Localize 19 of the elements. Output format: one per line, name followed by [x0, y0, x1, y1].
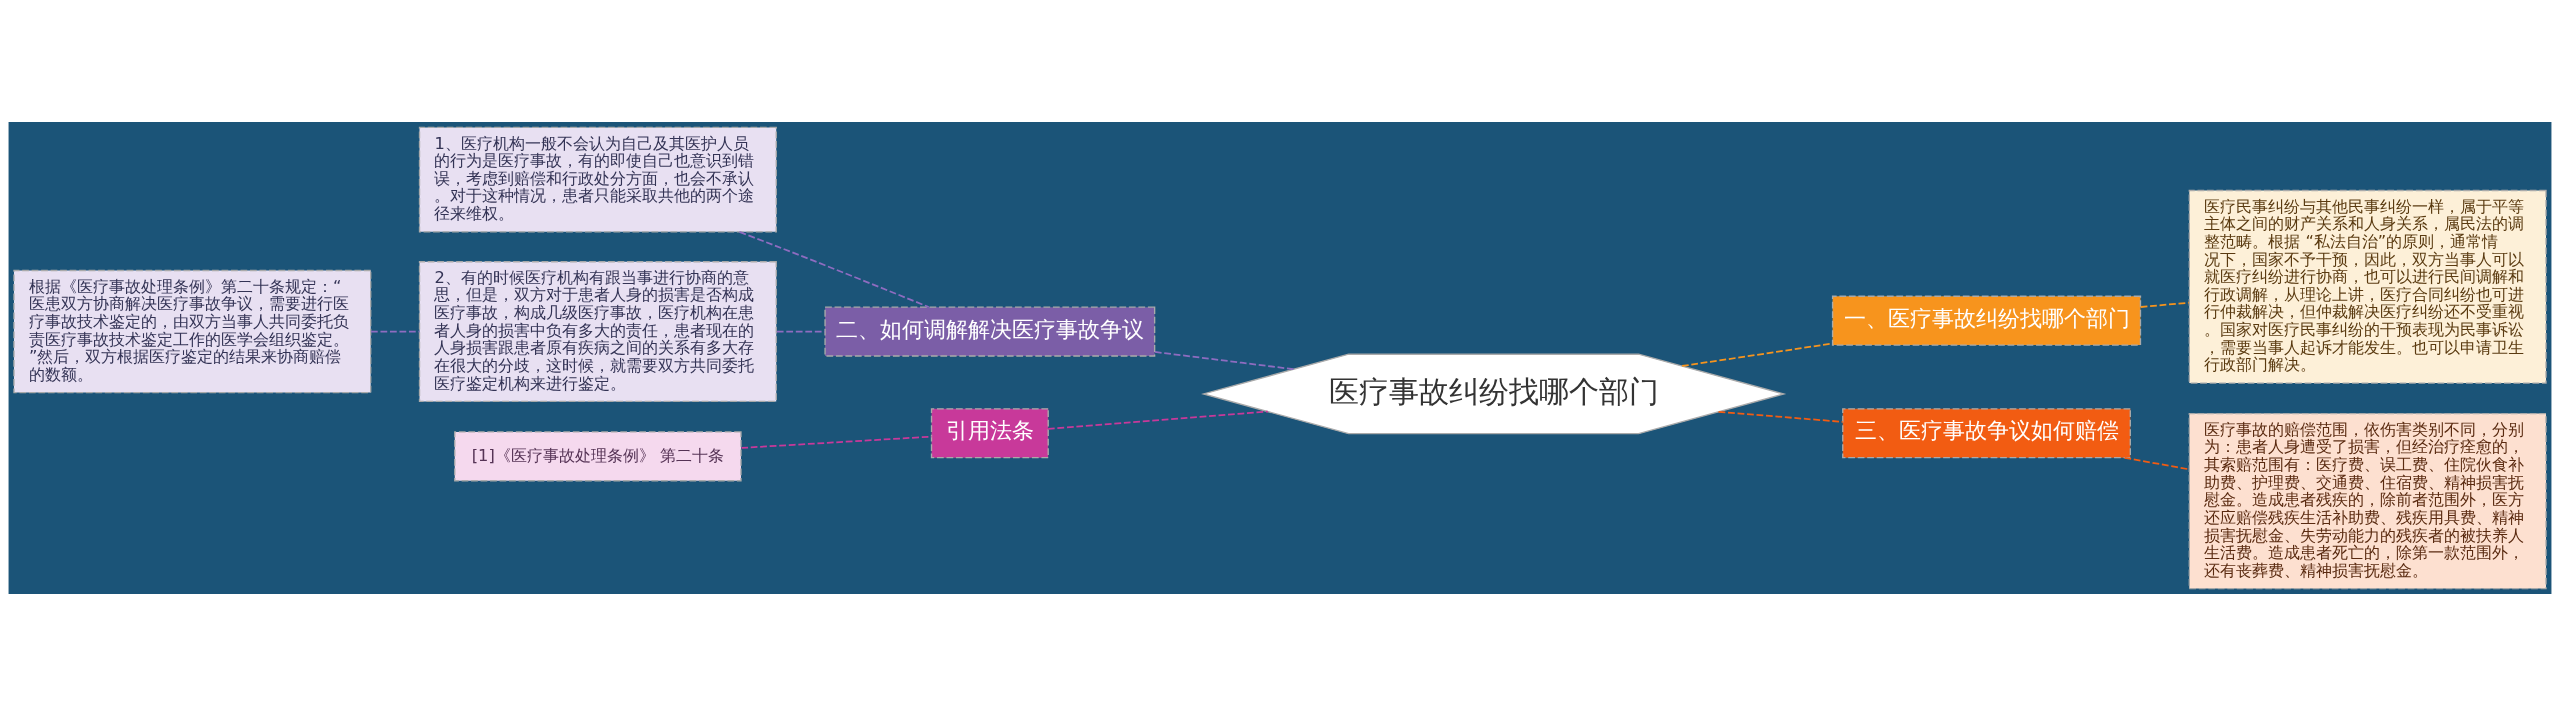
connector [740, 435, 933, 449]
connector [370, 330, 421, 332]
node-box: 引用法条 [930, 407, 1049, 458]
connector [1717, 410, 1844, 423]
node-box: 三、医疗事故争议如何赔偿 [1842, 407, 2131, 458]
node-box: 1、医疗机构一般不会认为自己及其医护人员的行为是医疗事故，有的即使自己也意识到错误，考虑到赔偿和行政处分方面，也会不承认。对于这种情况，患者只能采取共他的两个途径来维权。 [418, 126, 777, 233]
connector [1047, 410, 1269, 430]
connector [775, 330, 826, 332]
node-box: 医疗事故的赔偿范围，依伤害类别不同，分别为：患者人身遭受了损害，但经治疗痊愈的，其索赔范围有：医疗费、误工费、住院伙食补助费、护理费、交通费、住宿费、精神损害抚慰金。造成患者残疾的，除前者范围外，医方还应赔偿残疾生活补助费、残疾用具费、精神损害抚慰金、失劳动能力的残疾者的被扶养人生活费。造成患者死亡的，除第一款范围外，还有丧葬费、精神损害抚慰金。 [2188, 412, 2547, 589]
node-box: 一、医疗事故纠纷找哪个部门 [1831, 295, 2142, 346]
node-box: 医疗民事纠纷与其他民事纠纷一样，属于平等主体之间的财产关系和人身关系，属民法的调整范畴。根据 “私法自治”的原则，通常情况下，国家不予干预，因此，双方当事人可以就医疗纠纷进行协商，也可以进行民间调解和行政调解，从理论上讲，医疗合同纠纷也可进行仲裁解决，但仲裁解决医疗纠纷还不受重视。国家对医疗民事纠纷的干预表现为民事诉讼，需要当事人起诉才能发生。也可以申请卫生行政部门解决。 [2188, 189, 2547, 384]
connector [2123, 456, 2190, 470]
connector [2139, 301, 2190, 308]
connector [1154, 350, 1295, 370]
connector [738, 230, 930, 308]
node-box: [1]《医疗事故处理条例》 第二十条 [454, 430, 742, 481]
node-box: 根据《医疗事故处理条例》第二十条规定：“医患双方协商解决医疗事故争议，需要进行医疗事故技术鉴定的，由双方当事人共同委托负责医疗事故技术鉴定工作的医学会组织鉴定。”然后，双方根据医疗鉴定的结果来协商赔偿的数额。 [13, 269, 372, 393]
node-box: 二、如何调解解决医疗事故争议 [824, 305, 1156, 357]
node-box: 2、有的时候医疗机构有跟当事进行协商的意思，但是，双方对于患者人身的损害是否构成医疗事故，构成几级医疗事故，医疗机构在患者人身的损害中负有多大的责任，患者现在的人身损害跟患者原有疾病之间的关系有多大存在很大的分歧，这时候，就需要双方共同委托医疗鉴定机构来进行鉴定。 [418, 260, 777, 402]
